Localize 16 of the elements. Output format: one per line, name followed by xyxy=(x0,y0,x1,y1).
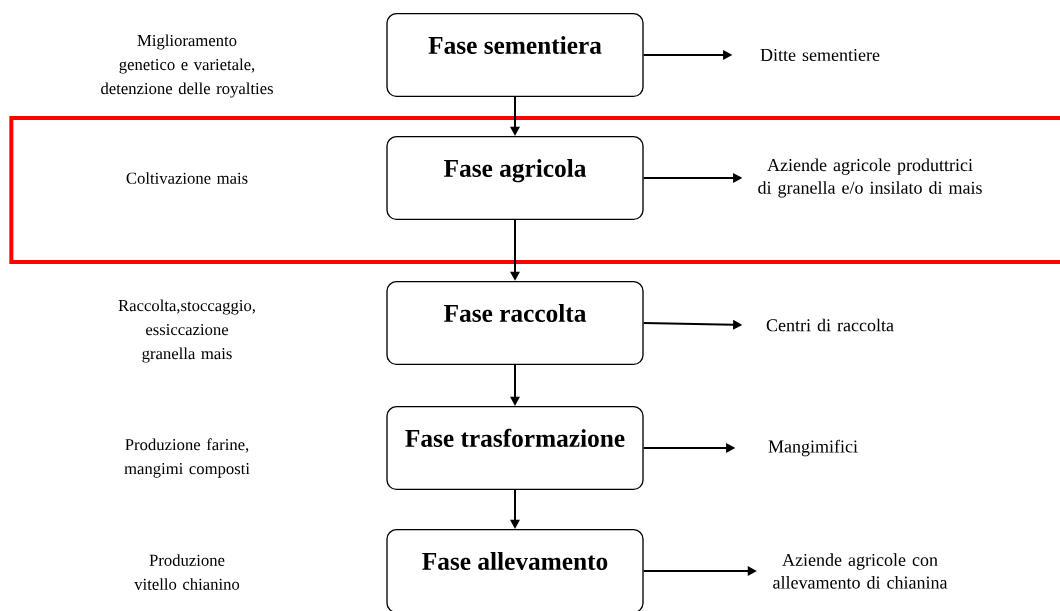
stage-description: Coltivazione mais xyxy=(126,172,248,184)
stage-description: Produzione vitello chianino xyxy=(134,554,240,590)
process-box: Fase sementiera xyxy=(386,13,644,97)
stage-description: Produzione farine, mangimi composti xyxy=(124,438,250,478)
process-box: Fase allevamento xyxy=(386,529,644,611)
stage-description: Miglioramento genetico e varietale, detenzione delle royalties xyxy=(101,34,273,98)
actor-text: Centri di raccolta xyxy=(766,318,894,332)
process-box: Fase agricola xyxy=(386,136,644,220)
highlight-frame xyxy=(9,116,1060,264)
actor-text: Ditte sementiere xyxy=(760,48,880,62)
actor-text: Mangimifici xyxy=(768,439,858,457)
process-box: Fase raccolta xyxy=(386,281,644,365)
process-box: Fase trasformazione xyxy=(386,406,644,490)
stage-description: Raccolta,stoccaggio, essiccazione granella mais xyxy=(118,299,255,363)
actor-text: Aziende agricole con allevamento di chianina xyxy=(773,553,948,589)
actor-text: Aziende agricole produttrici di granella e/o insilato di mais xyxy=(758,158,982,198)
